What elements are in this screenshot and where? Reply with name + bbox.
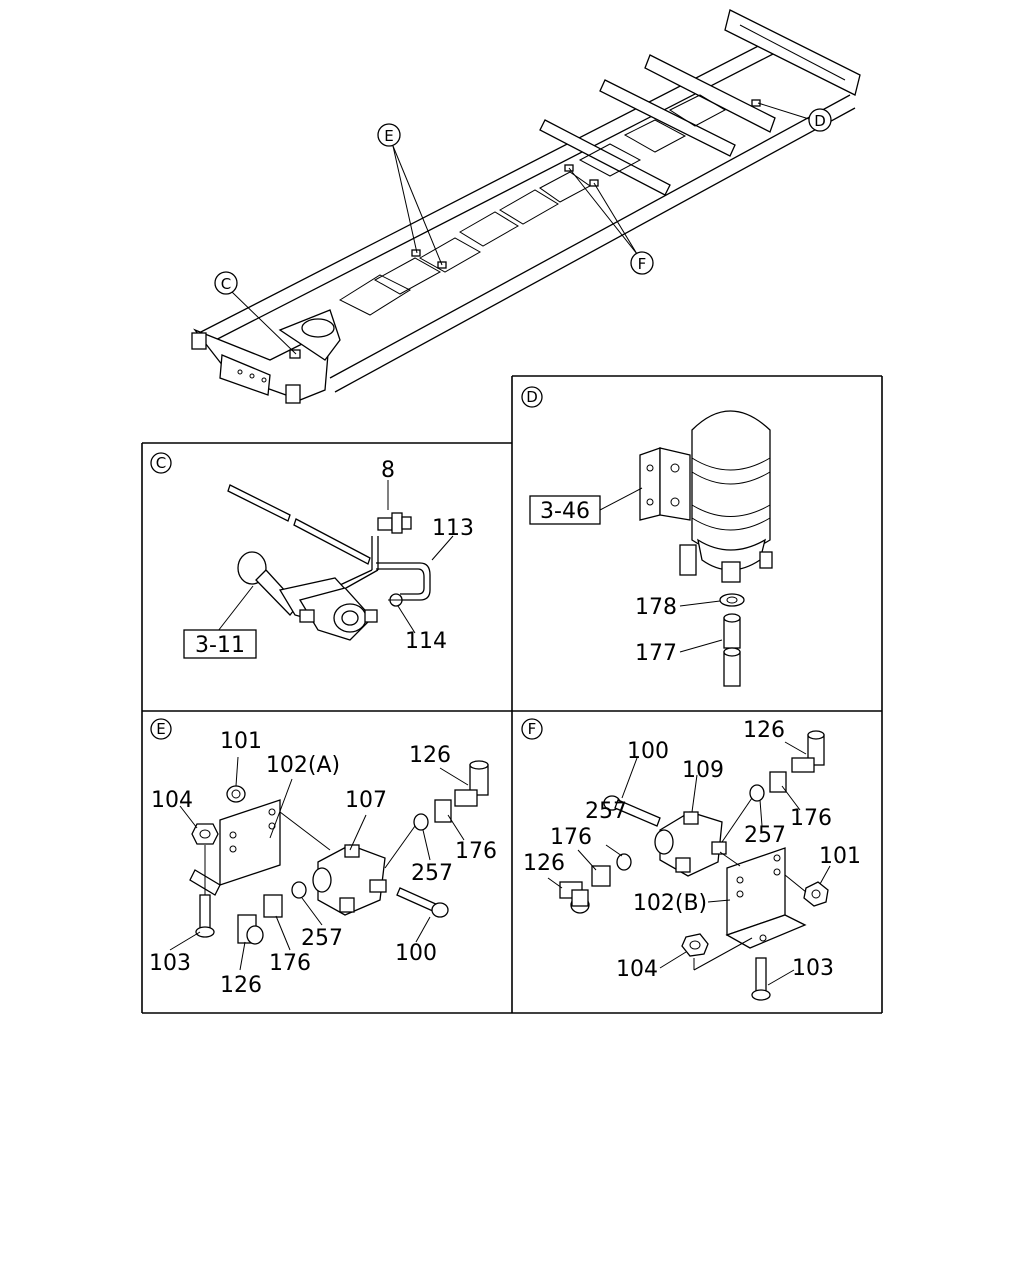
ref-label: 126: [220, 973, 262, 998]
ref-label: 176: [269, 951, 311, 976]
panel-d: D: [521, 386, 773, 687]
ref-label: 257: [301, 926, 343, 951]
bolt-103: [195, 894, 215, 938]
valve-109: [654, 811, 727, 877]
svg-text:E: E: [156, 720, 165, 738]
ref-label: 104: [151, 788, 193, 813]
washer-257-top: [413, 813, 429, 831]
svg-text:F: F: [528, 720, 537, 738]
panel-f-label: F: [521, 718, 543, 740]
washer-257-left-f: [616, 853, 632, 871]
ref-label: 103: [149, 951, 191, 976]
ref-label: 257: [411, 861, 453, 886]
ref-label: 178: [635, 595, 677, 620]
ref-label: 109: [682, 758, 724, 783]
frame-windows: [338, 94, 727, 316]
washer-257-bottom: [291, 881, 307, 899]
bolt-100-f: [603, 795, 661, 827]
callout-d-top: D: [808, 108, 832, 132]
ref-box: [529, 495, 601, 525]
leveling-valve: [237, 551, 378, 641]
ref-label: 102(B): [633, 891, 707, 916]
ref-label: 101: [819, 844, 861, 869]
elbow-126-top-f: [791, 730, 825, 773]
ref-box: [183, 629, 257, 659]
ref-label: 100: [627, 739, 669, 764]
nut-101-f: [803, 881, 829, 907]
fitting-176-top-f: [769, 771, 787, 793]
svg-text:D: D: [814, 112, 826, 130]
chassis-frame-illustration: [191, 9, 861, 404]
ref-box-label: 3-46: [540, 499, 590, 524]
ref-label: 102(A): [266, 753, 340, 778]
panel-e-label: E: [150, 718, 172, 740]
fitting-176-top: [434, 799, 452, 823]
dryer-bracket: [639, 447, 691, 521]
callout-c-top: C: [214, 271, 238, 295]
ref-label: 126: [743, 718, 785, 743]
nut-104: [191, 823, 219, 845]
callout-e-top: E: [377, 123, 401, 147]
clip-114: [388, 593, 403, 607]
ref-label: 126: [523, 851, 565, 876]
svg-text:C: C: [221, 275, 231, 293]
bracket-102b: [725, 847, 807, 949]
ref-label: 100: [395, 941, 437, 966]
ref-box-label: 3-11: [195, 633, 245, 658]
nut-104-f: [681, 933, 709, 957]
callout-f-top: F: [630, 251, 654, 275]
ref-label: 176: [550, 825, 592, 850]
elbow-126-left-f: [559, 881, 590, 914]
elbow-126-top: [454, 760, 489, 807]
panel-f: F: [521, 718, 861, 1001]
ref-label: 104: [616, 957, 658, 982]
ref-label: 114: [405, 629, 447, 654]
svg-text:C: C: [156, 454, 166, 472]
bolt-103-f: [751, 957, 771, 1001]
detail-frames: [141, 375, 883, 1014]
ref-label: 103: [792, 956, 834, 981]
tube-line: [371, 536, 379, 570]
svg-text:D: D: [526, 388, 538, 406]
tube-177: [723, 613, 741, 687]
valve-107: [312, 844, 387, 916]
bracket-102a: [189, 799, 281, 896]
ref-label: 101: [220, 729, 262, 754]
panel-c-label: C: [150, 452, 172, 474]
svg-text:F: F: [638, 255, 647, 273]
panel-e: E: [149, 718, 497, 998]
ref-label: 177: [635, 641, 677, 666]
fitting-176-left-f: [591, 865, 611, 887]
ref-label: 8: [381, 458, 395, 483]
elbow-126-bottom: [237, 914, 264, 945]
air-dryer: [679, 410, 773, 583]
ref-label: 113: [432, 516, 474, 541]
fitting-8: [377, 512, 412, 534]
washer-178: [719, 593, 745, 607]
ref-label: 176: [455, 839, 497, 864]
panel-c: C: [150, 452, 474, 659]
ref-label: 176: [790, 806, 832, 831]
washer-257-top-f: [749, 784, 765, 802]
control-rod: [227, 484, 371, 565]
panel-d-label: D: [521, 386, 543, 408]
bolt-100: [396, 887, 449, 918]
svg-text:E: E: [384, 127, 393, 145]
ref-label: 107: [345, 788, 387, 813]
ref-label: 126: [409, 743, 451, 768]
nut-101: [226, 785, 246, 803]
fitting-176-bottom: [263, 894, 283, 918]
ref-label: 257: [744, 823, 786, 848]
ref-label: 257: [585, 799, 627, 824]
